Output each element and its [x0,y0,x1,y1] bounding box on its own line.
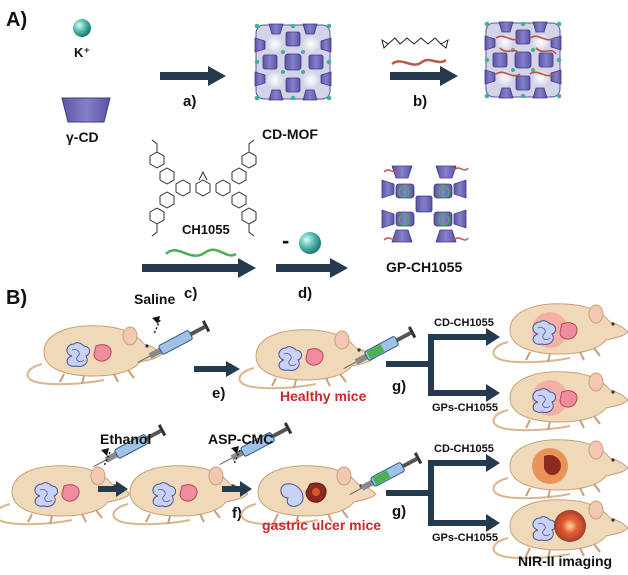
potassium-label: K⁺ [74,45,90,60]
syringe-ulcer [346,451,423,501]
cd-mof-structure [254,23,332,101]
ethanol-label: Ethanol [100,431,151,447]
result-mouse-gps-ulcer [492,498,628,560]
ch1055-label: CH1055 [182,222,230,237]
arrow-step-a [160,66,226,86]
gamma-cd-label: γ-CD [66,129,99,145]
arrow-step-e [194,361,240,377]
panel-a-label: A) [6,9,27,31]
gastric-ulcer-mice-label: gastric ulcer mice [262,517,381,533]
mouse-untreated [0,464,131,526]
mouse-ethanol [112,464,249,526]
gamma-cd-cone [61,97,111,123]
ulcer-mouse [240,464,377,526]
mouse-saline [26,324,163,386]
ch1055-molecule [149,139,257,237]
potassium-ion-sphere [73,19,91,37]
arrow-step-b [390,66,458,86]
nir-ii-imaging-label: NIR-II imaging [518,553,612,569]
gp-ch1055-label: GP-CH1055 [386,259,462,275]
result-mouse-cd-healthy [492,302,628,364]
branch-arrows-bottom [386,454,500,532]
arrow-step-d [276,258,348,278]
saline-pointer-head [152,316,160,324]
step-b-label: b) [413,93,427,110]
aspcmc-dashed-pointer [233,449,241,465]
gps-ch1055-top-label: GPs-CH1055 [432,402,498,414]
branch-arrows-top [386,328,500,402]
polymer-chain-red [391,58,447,66]
saline-label: Saline [134,291,175,307]
saline-dashed-pointer [153,319,161,335]
step-g-bottom-label: g) [392,503,406,520]
arrow-ethanol [98,481,128,497]
step-e-label: e) [212,385,225,402]
cd-mof-label: CD-MOF [262,126,318,142]
crosslinked-mof-structure [484,21,562,99]
healthy-mice-label: Healthy mice [280,388,367,404]
step-f-label: f) [232,505,242,522]
result-mouse-cd-ulcer [492,438,628,500]
crosslinker-molecule [381,37,449,49]
cd-ch1055-top-label: CD-CH1055 [434,317,494,329]
arrow-step-f [222,481,252,497]
healthy-mouse [238,328,375,390]
ethanol-pointer-head [101,448,109,456]
aspcmc-pointer-head [231,446,239,454]
step-c-label: c) [184,285,197,302]
result-mouse-gps-healthy [492,370,628,432]
polymer-chain-green [165,248,237,257]
step-a-label: a) [183,93,196,110]
gp-ch1055-structure [381,165,469,243]
ethanol-dashed-pointer [103,451,111,467]
syringe-healthy [340,325,417,375]
step-d-label: d) [298,285,312,302]
removed-potassium-sphere [299,232,321,254]
panel-b-label: B) [6,287,27,309]
aspcmc-label: ASP-CMC [208,431,273,447]
step-g-top-label: g) [392,378,406,395]
arrow-step-c [142,258,256,278]
removal-minus-sign: - [282,228,289,253]
cd-ch1055-bottom-label: CD-CH1055 [434,443,494,455]
gps-ch1055-bottom-label: GPs-CH1055 [432,532,498,544]
